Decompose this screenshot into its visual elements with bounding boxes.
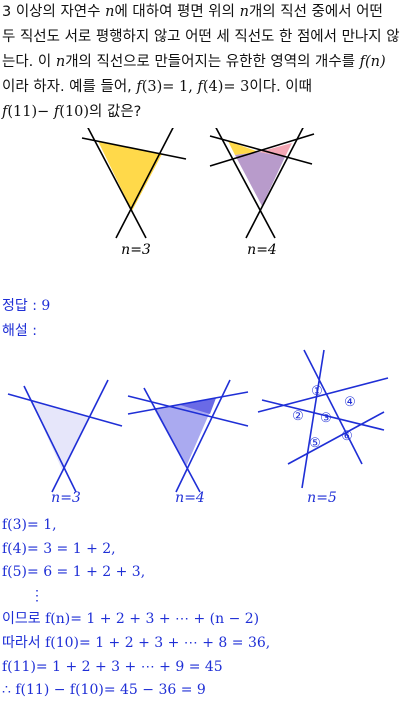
problem-line: 3 이상의 자연수 n에 대하여 평면 위의 n개의 직선 중에서 어떤 [2, 0, 400, 25]
problem-text-run: 의 값은? [89, 104, 142, 120]
star-number-2: ② [292, 409, 304, 424]
figure-label-n5: n=5 [307, 490, 337, 504]
math-variable: f [2, 104, 8, 120]
math-variable: f [136, 79, 142, 95]
problem-text-run: 두 직선도 서로 평행하지 않고 어떤 세 직선도 한 점에서 만나지 않 [2, 29, 400, 45]
math-expression: (4)= 3 [202, 79, 250, 95]
yellow-region [98, 141, 162, 211]
math-variable: n [239, 4, 249, 20]
problem-text-run: 에 대하여 평면 위의 [114, 4, 240, 20]
answer-label: 정답 : [2, 298, 37, 314]
solution-line: ⋮ [30, 587, 44, 604]
explanation-figure-n5: ① ② ③ ④ ⑤ ⑥ n=5 [257, 349, 389, 504]
star-number-1: ① [311, 384, 323, 399]
solution-line: ∴ f(11) − f(10)= 45 − 36 = 9 [2, 682, 206, 699]
star-number-3: ③ [320, 411, 332, 426]
solution-line: f(11)= 1 + 2 + 3 + ⋯ + 9 = 45 [2, 658, 223, 675]
explanation-label: 해설 : [2, 323, 37, 339]
figure-label-n3: n=3 [51, 490, 81, 504]
mid-blue-region [154, 398, 216, 467]
problem-text-run: 개의 직선으로 만들어지는 유한한 영역의 개수를 [65, 54, 360, 70]
solution-line: f(4)= 3 = 1 + 2, [2, 540, 116, 557]
star-number-6: ⑥ [341, 429, 353, 444]
problem-text-run: 개의 직선 중에서 어떤 [248, 4, 383, 20]
math-variable: f [53, 104, 60, 120]
problem-line: 는다. 이 n개의 직선으로 만들어지는 유한한 영역의 개수를 f(n) [2, 50, 400, 75]
problem-text-run: 는다. 이 [2, 54, 56, 70]
answer-line: 정답 : 9 [2, 295, 50, 315]
explanation-figure-n3: n=3 [7, 379, 123, 504]
math-expression: (3)= 1, [141, 79, 198, 95]
solution-lines: f(3)= 1, f(4)= 3 = 1 + 2, f(5)= 6 = 1 + 2 … [2, 514, 270, 703]
solution-line: 따라서 f(10)= 1 + 2 + 3 + ⋯ + 8 = 36, [2, 634, 271, 651]
dark-blue-region [180, 398, 216, 414]
pink-region [259, 143, 292, 157]
math-variable: n [55, 54, 66, 70]
explanation-figure-n4: n=4 [127, 379, 249, 504]
problem-line: 두 직선도 서로 평행하지 않고 어떤 세 직선도 한 점에서 만나지 않 [2, 25, 400, 50]
figure-label-n3: n=3 [121, 242, 151, 258]
math-expression: (11)− [7, 104, 54, 120]
math-expression: (10) [59, 104, 90, 120]
star-number-4: ④ [344, 395, 356, 410]
purple-region [235, 152, 285, 206]
math-variable: n [105, 4, 115, 20]
problem-figure-n3: n=3 [81, 128, 187, 258]
figure-label-n4: n=4 [175, 490, 205, 504]
figure-label-n4: n=4 [247, 242, 277, 258]
problem-figure-n4: n=4 [209, 128, 315, 258]
problem-text-run: 이라 하자. 예를 들어, [2, 79, 137, 95]
solution-line: f(3)= 1, [2, 517, 57, 533]
answer-value: 9 [41, 298, 51, 314]
yellow-region [228, 141, 259, 155]
light-blue-region [31, 400, 90, 472]
problem-text-run: 이다. 이때 [249, 79, 312, 95]
star-number-5: ⑤ [309, 436, 321, 451]
math-variable: f [197, 79, 203, 95]
problem-line: 이라 하자. 예를 들어, f(3)= 1, f(4)= 3이다. 이때 [2, 75, 400, 100]
solution-line: 이므로 f(n)= 1 + 2 + 3 + ⋯ + (n − 2) [2, 611, 260, 628]
problem-text-run: 3 이상의 자연수 [2, 4, 106, 20]
solution-line: f(5)= 6 = 1 + 2 + 3, [2, 564, 146, 581]
math-variable: f(n) [359, 54, 386, 70]
problem-line: f(11)− f(10)의 값은? [2, 100, 400, 125]
